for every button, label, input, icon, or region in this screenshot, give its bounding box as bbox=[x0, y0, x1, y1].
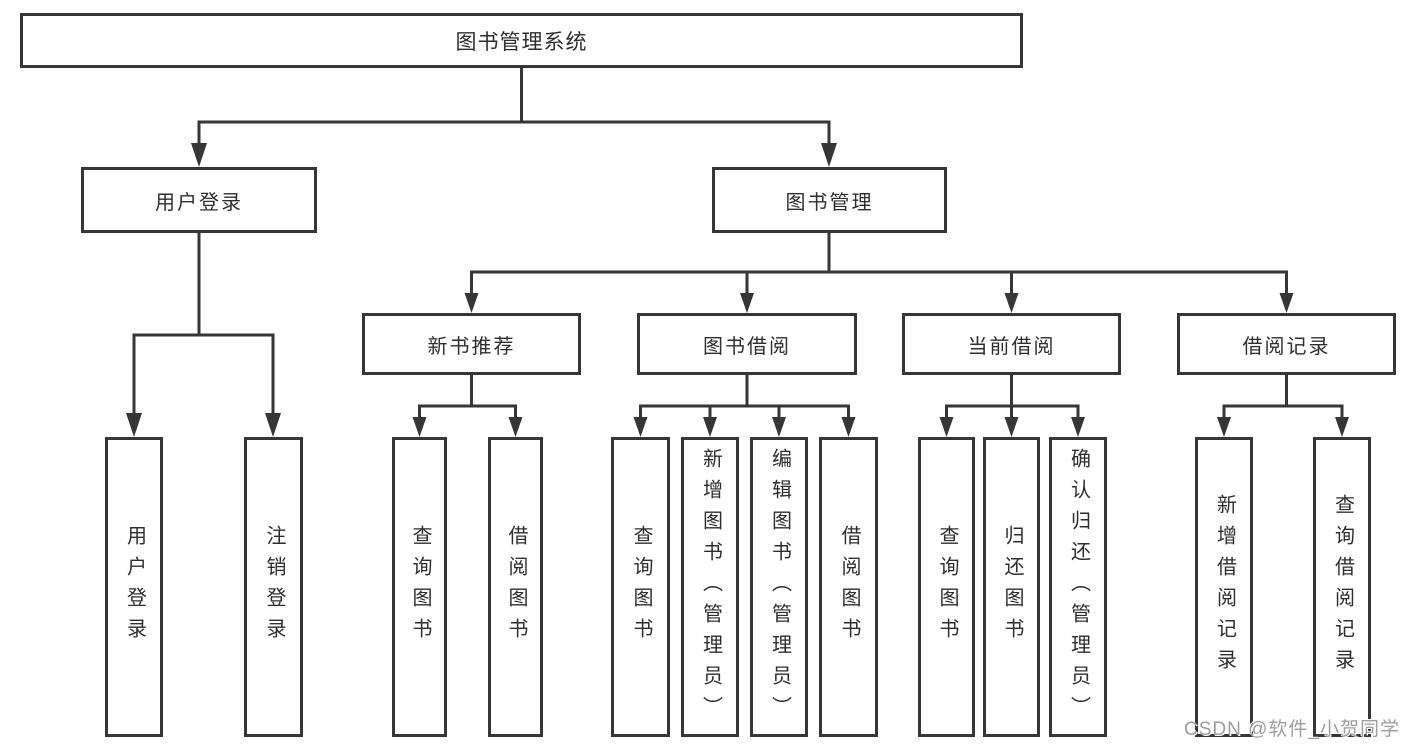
node-recommend-borrow-books: 借阅图书 bbox=[488, 437, 543, 737]
node-borrow-records: 借阅记录 bbox=[1177, 313, 1396, 375]
node-confirm-return-admin: 确认归还（管理员） bbox=[1049, 437, 1107, 737]
node-logout: 注销登录 bbox=[244, 437, 303, 737]
node-label: 借阅记录 bbox=[1242, 335, 1331, 358]
node-add-borrow-record: 新增借阅记录 bbox=[1195, 437, 1253, 737]
node-label: 图书管理 bbox=[785, 191, 874, 214]
node-user-login-leaf: 用户登录 bbox=[105, 437, 163, 737]
node-label: 查询图书 bbox=[936, 525, 958, 649]
node-book-management: 图书管理 bbox=[712, 167, 947, 233]
node-label: 图书借阅 bbox=[703, 335, 791, 358]
node-book-borrow: 图书借阅 bbox=[637, 313, 857, 375]
node-borrow-query-books: 查询图书 bbox=[611, 437, 670, 737]
node-label: 图书管理系统 bbox=[455, 30, 588, 54]
node-label: 借阅图书 bbox=[838, 525, 860, 649]
node-query-borrow-record: 查询借阅记录 bbox=[1313, 437, 1371, 737]
node-new-book-recommend: 新书推荐 bbox=[362, 313, 581, 375]
node-label: 查询图书 bbox=[630, 525, 652, 649]
node-label: 查询图书 bbox=[409, 525, 431, 649]
tree-connectors bbox=[132, 68, 1344, 433]
node-label: 借阅图书 bbox=[505, 525, 527, 649]
node-add-books-admin: 新增图书（管理员） bbox=[681, 437, 739, 737]
node-current-borrow: 当前借阅 bbox=[902, 313, 1121, 375]
node-edit-books-admin: 编辑图书（管理员） bbox=[750, 437, 808, 737]
node-label: 新书推荐 bbox=[427, 335, 516, 358]
node-label: 查询借阅记录 bbox=[1331, 494, 1354, 680]
node-label: 当前借阅 bbox=[967, 335, 1056, 358]
node-borrow-books-leaf: 借阅图书 bbox=[819, 437, 878, 737]
node-current-query-books: 查询图书 bbox=[918, 437, 975, 737]
node-label: 编辑图书（管理员） bbox=[768, 447, 791, 727]
node-label: 确认归还（管理员） bbox=[1067, 447, 1090, 727]
node-root-system: 图书管理系统 bbox=[20, 13, 1023, 68]
node-label: 归还图书 bbox=[1001, 525, 1023, 649]
node-label: 注销登录 bbox=[263, 525, 285, 649]
csdn-watermark: CSDN @软件_小贺同学 bbox=[1184, 719, 1400, 740]
node-label: 用户登录 bbox=[155, 191, 243, 214]
node-recommend-query-books: 查询图书 bbox=[392, 437, 447, 737]
node-label: 用户登录 bbox=[123, 525, 146, 649]
node-user-login: 用户登录 bbox=[81, 167, 317, 233]
node-return-books: 归还图书 bbox=[983, 437, 1040, 737]
node-label: 新增图书（管理员） bbox=[699, 447, 722, 727]
node-label: 新增借阅记录 bbox=[1213, 494, 1236, 680]
